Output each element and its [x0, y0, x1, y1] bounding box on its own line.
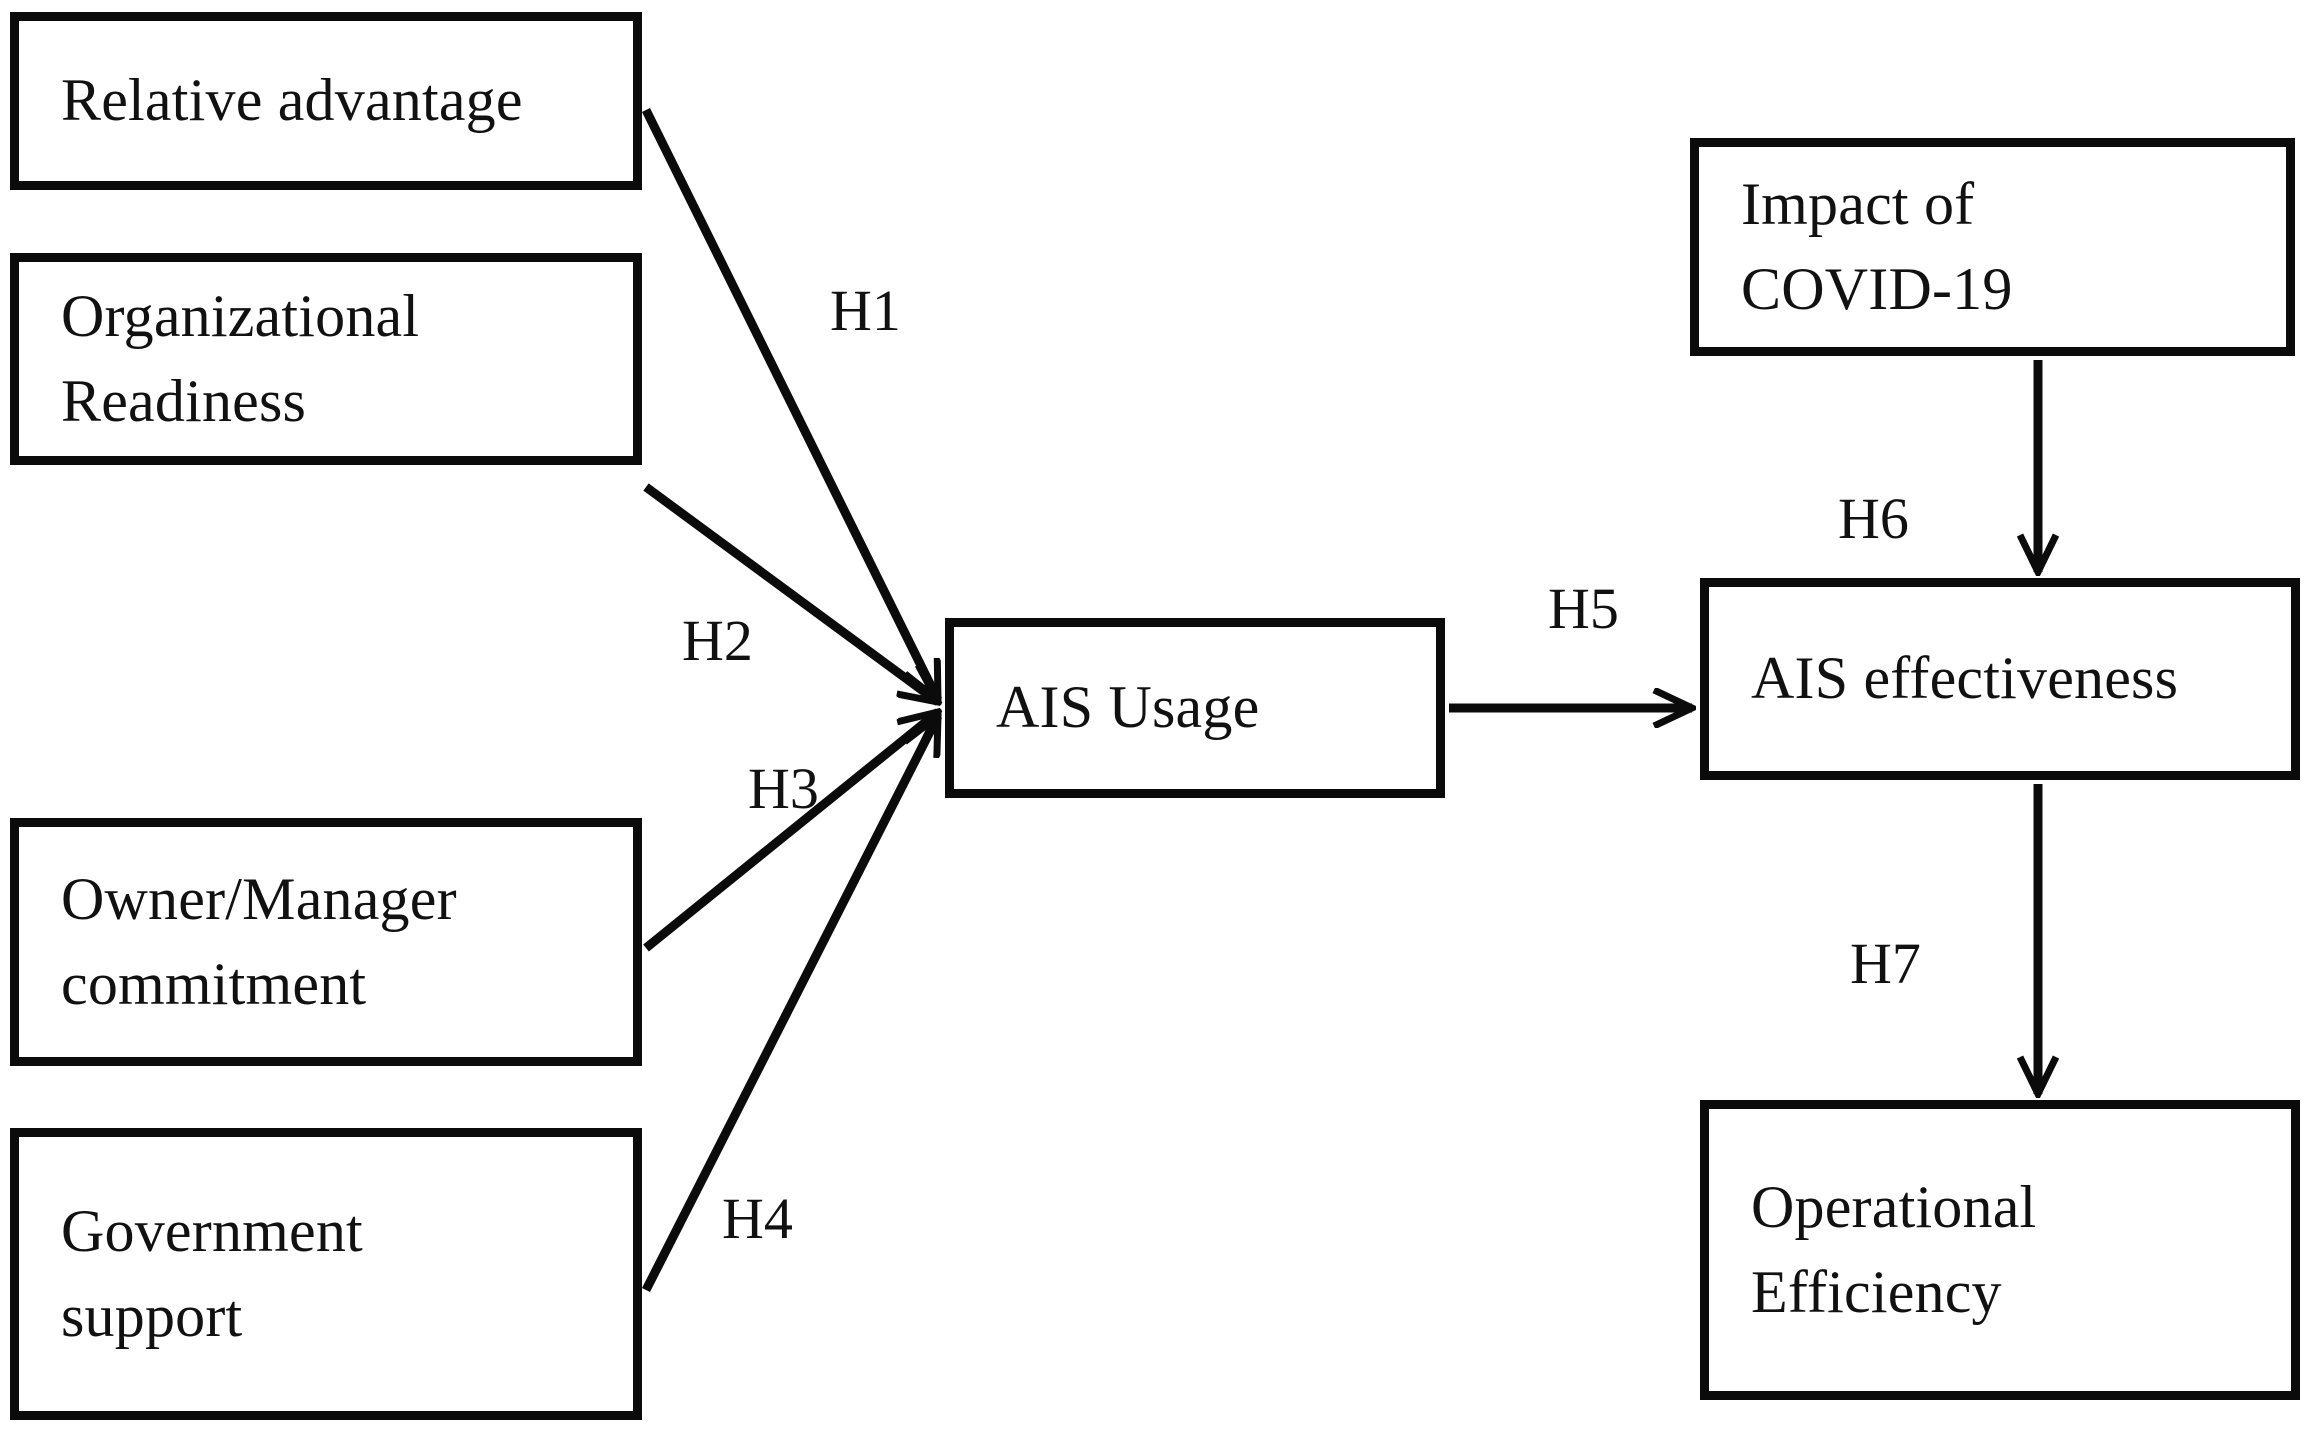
node-label-line: Operational: [1751, 1173, 2037, 1240]
node-government-support[interactable]: Government support: [10, 1128, 642, 1420]
node-label-line: Government: [61, 1197, 363, 1264]
edge-label-h6: H6: [1838, 486, 1909, 551]
node-label-line: Readiness: [61, 368, 307, 434]
node-label-line: AIS Usage: [996, 674, 1260, 741]
node-label-line: COVID-19: [1741, 256, 2013, 322]
edge-label-h4: H4: [722, 1186, 793, 1251]
node-label-line: Impact of: [1741, 170, 1975, 237]
node-ais-usage[interactable]: AIS Usage: [945, 618, 1445, 798]
node-label-line: commitment: [61, 951, 367, 1017]
edge-label-h2: H2: [682, 608, 753, 673]
edge-label-h1: H1: [830, 278, 901, 343]
edge-label-h7: H7: [1850, 931, 1921, 996]
node-label-line: Owner/Manager: [61, 865, 457, 932]
node-operational-efficiency[interactable]: Operational Efficiency: [1700, 1100, 2300, 1400]
node-impact-of-covid-19[interactable]: Impact of COVID-19: [1690, 138, 2295, 356]
edge-label-h5: H5: [1548, 576, 1619, 641]
node-label-line: Efficiency: [1751, 1259, 2002, 1325]
node-organizational-readiness[interactable]: Organizational Readiness: [10, 253, 642, 465]
connector-h3: [643, 712, 938, 952]
node-label-line: Organizational: [61, 282, 420, 349]
node-label-line: support: [61, 1283, 243, 1349]
node-owner-manager-commitment[interactable]: Owner/Manager commitment: [10, 818, 642, 1066]
node-ais-effectiveness[interactable]: AIS effectiveness: [1700, 578, 2300, 780]
node-relative-advantage[interactable]: Relative advantage: [10, 12, 642, 190]
node-label-line: AIS effectiveness: [1751, 645, 2179, 712]
edge-label-h3: H3: [748, 756, 819, 821]
node-label-line: Relative advantage: [61, 67, 523, 134]
